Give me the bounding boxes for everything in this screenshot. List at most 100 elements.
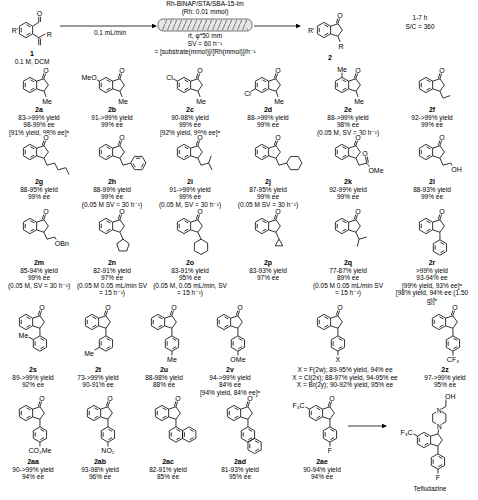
ring-bond	[99, 218, 112, 233]
bond-line	[101, 407, 113, 419]
yield-text: 95% ee	[415, 381, 475, 389]
bond-line	[365, 156, 366, 163]
aromatic-bond	[419, 438, 420, 442]
bond-line	[237, 328, 238, 336]
ring-bond	[433, 240, 446, 255]
carbonyl-oxygen: O	[439, 67, 445, 74]
bond-line	[338, 310, 340, 316]
result-block: 2	[315, 54, 345, 62]
bond-line	[356, 214, 358, 220]
aromatic-bond	[421, 224, 422, 228]
carbonyl-oxygen: O	[119, 67, 125, 74]
aromatic-bond	[426, 155, 430, 157]
bond-line	[120, 91, 122, 97]
bond-line	[329, 419, 330, 427]
compound-number: 2h	[75, 178, 149, 186]
bond-line	[108, 401, 110, 407]
carbonyl-oxygen: O	[43, 67, 49, 74]
ring-bond	[155, 405, 168, 420]
aromatic-bond	[21, 28, 22, 32]
aromatic-bond	[439, 317, 443, 319]
bond-line	[169, 407, 181, 419]
bond-line	[39, 419, 40, 427]
carbonyl-oxygen: O	[275, 67, 281, 74]
aromatic-bond	[25, 150, 26, 154]
yield-text: 89->99% yield	[2, 374, 64, 382]
ring-bond	[323, 427, 336, 442]
aromatic-bond	[229, 411, 230, 415]
aromatic-bond	[30, 88, 34, 90]
bond-line	[357, 239, 359, 246]
yield-text: 88% ee	[133, 381, 195, 389]
aromatic-bond	[324, 25, 328, 27]
yield-text: 83-91% yield	[153, 267, 227, 275]
aromatic-bond	[319, 28, 320, 32]
carbonyl-oxygen: O	[107, 395, 113, 402]
bond-line	[269, 79, 281, 91]
compound-number: 2d	[231, 106, 305, 114]
substituent-label: Me	[84, 350, 95, 357]
result-block: 2i91->99% yield99% ee(0.05 M, SV = 30 h⁻…	[153, 178, 227, 208]
substituent-label: Me	[42, 97, 53, 104]
aromatic-bond	[238, 347, 242, 349]
aromatic-bond	[243, 432, 244, 436]
bond-line	[305, 406, 310, 409]
substituent-label: O	[362, 150, 368, 157]
ring-bond	[317, 22, 330, 37]
bond-line	[269, 146, 281, 158]
ring-bond	[85, 314, 98, 329]
substituent-label: Cl	[166, 74, 174, 81]
substituent-label: Me	[196, 97, 207, 104]
aromatic-bond	[101, 83, 102, 87]
carbonyl-oxygen: O	[452, 304, 458, 311]
bond-line	[349, 220, 361, 232]
yield-text: 88-99% yield	[75, 186, 149, 194]
result-block: 2ab93-98% yield96% ee	[69, 458, 131, 481]
carbonyl-oxygen: O	[105, 304, 111, 311]
aromatic-bond	[21, 411, 22, 415]
yield-text: 93-94% ee	[392, 274, 472, 282]
aromatic-bond	[158, 325, 162, 327]
aromatic-bond	[333, 341, 334, 345]
carbonyl-oxygen: O	[197, 134, 203, 141]
bond-line	[367, 156, 368, 162]
condition-text: 0.1 mL/min	[94, 30, 126, 37]
substituent-label: R'	[11, 27, 18, 34]
aromatic-bond	[92, 317, 96, 319]
yield-text: 82-91% yield	[137, 466, 199, 474]
carbonyl-oxygen: O	[275, 208, 281, 215]
aromatic-bond	[172, 338, 176, 340]
yield-text: (0.05 M, SV = 30 h⁻¹)	[153, 201, 227, 209]
substituent-label: Me	[118, 97, 129, 104]
ring-bond	[287, 156, 302, 169]
yield-text: (0.05 M 0.05 mL/min SV = 15 h⁻¹)	[75, 282, 149, 297]
bond-line	[241, 407, 253, 419]
ring-bond	[99, 144, 112, 159]
aromatic-bond	[26, 408, 30, 410]
aromatic-bond	[426, 147, 430, 149]
bond-line	[276, 232, 279, 239]
ring-bond	[23, 77, 36, 92]
aromatic-bond	[426, 80, 430, 82]
bond-line	[40, 310, 42, 316]
aromatic-bond	[262, 155, 266, 157]
result-block: 2o83-91% yield95% ee(0.05 M, 0.05 mL/min…	[153, 259, 227, 297]
aromatic-bond	[249, 444, 250, 448]
bond-line	[331, 24, 343, 36]
bond-line	[198, 232, 201, 239]
compound-number: 1	[2, 50, 62, 58]
compound-number: 2v	[197, 366, 263, 374]
yield-text: 99% ee	[75, 121, 149, 129]
yield-text: 73->99% yield	[67, 374, 129, 382]
aromatic-bond	[324, 317, 328, 319]
bond-line	[198, 214, 200, 220]
bond-line	[120, 73, 122, 79]
result-block: 2r>99% yield93-94% ee[99% yield, 93% ee]…	[392, 259, 472, 304]
bond-line	[433, 79, 445, 91]
condition-text: Rh-BINAP/STA/SBA-15-Im	[166, 1, 244, 8]
aromatic-bond	[30, 80, 34, 82]
result-block: X = F(2w); 89-95% yield, 94% eeX = Cl(2x…	[275, 366, 415, 389]
aromatic-bond	[101, 341, 102, 345]
aromatic-bond	[136, 158, 140, 159]
condition-text: 1-7 h	[413, 15, 428, 22]
